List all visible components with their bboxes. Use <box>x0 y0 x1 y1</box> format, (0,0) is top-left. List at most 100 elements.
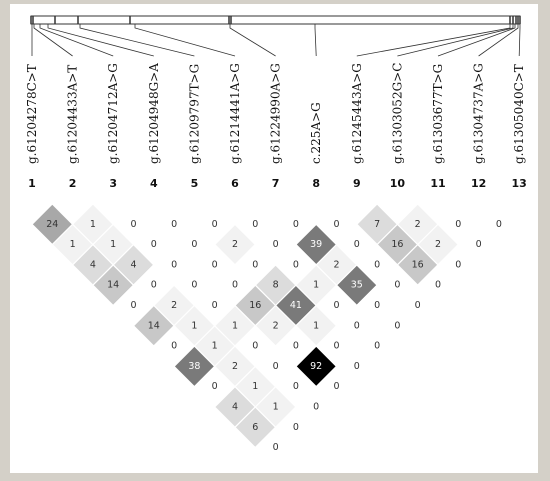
snp-index-2: 2 <box>69 177 77 190</box>
snp-label-3: g.61204712A>G <box>106 63 120 164</box>
ld-value-2-5: 4 <box>130 259 136 270</box>
snp-index-10: 10 <box>390 177 406 190</box>
snp-index-4: 4 <box>150 177 158 190</box>
ld-value-7-10: 2 <box>333 259 339 270</box>
snp-index-11: 11 <box>430 177 445 190</box>
ld-value-2-11: 1 <box>252 381 258 392</box>
ld-value-2-6: 0 <box>151 280 157 291</box>
ld-value-9-12: 16 <box>412 259 424 270</box>
ld-value-8-13: 0 <box>415 300 421 311</box>
snp-label-8: c.225A>G <box>309 102 323 164</box>
ld-value-5-12: 0 <box>333 341 339 352</box>
ld-value-8-10: 0 <box>354 239 360 250</box>
snp-index-1: 1 <box>28 177 36 190</box>
snp-label-12: g.61304737A>G <box>472 63 486 164</box>
ld-value-3-6: 0 <box>171 259 177 270</box>
ld-value-2-10: 2 <box>232 361 238 372</box>
ld-value-8-11: 0 <box>374 259 380 270</box>
snp-index-13: 13 <box>512 177 527 190</box>
ld-value-4-9: 16 <box>249 300 261 311</box>
ld-value-5-11: 1 <box>313 320 319 331</box>
ld-value-6-13: 0 <box>374 341 380 352</box>
ld-value-2-13: 0 <box>293 422 299 433</box>
ld-value-2-8: 1 <box>191 320 197 331</box>
ld-value-5-7: 2 <box>232 239 238 250</box>
ld-value-1-13: 0 <box>273 442 279 453</box>
snp-connector-13 <box>518 24 521 57</box>
ld-value-8-12: 0 <box>394 280 400 291</box>
snp-label-5: g.61209797T>G <box>187 64 201 164</box>
ld-value-5-6: 0 <box>212 219 218 230</box>
ld-value-3-13: 0 <box>313 402 319 413</box>
snp-label-4: g.61204948G>A <box>147 63 161 164</box>
ld-value-8-9: 0 <box>333 219 339 230</box>
ld-value-3-4: 0 <box>130 219 136 230</box>
snp-connector-9 <box>356 24 511 57</box>
ld-value-4-12: 92 <box>310 361 322 372</box>
ld-value-9-10: 7 <box>374 219 380 230</box>
snp-connector-10 <box>397 24 514 57</box>
snp-label-7: g.61224990A>G <box>269 63 283 164</box>
ld-value-10-11: 2 <box>415 219 421 230</box>
ld-value-3-10: 0 <box>252 341 258 352</box>
snp-label-10: g.61303052G>C <box>390 63 404 164</box>
snp-connector-6 <box>134 24 236 57</box>
ld-value-2-3: 1 <box>90 219 96 230</box>
ld-value-2-12: 1 <box>273 402 279 413</box>
ld-value-7-9: 39 <box>310 239 322 250</box>
ld-value-11-13: 0 <box>476 239 482 250</box>
ld-value-7-8: 0 <box>293 219 299 230</box>
ld-value-5-9: 8 <box>273 280 279 291</box>
ld-value-4-8: 0 <box>232 280 238 291</box>
snp-connector-11 <box>437 24 516 57</box>
ld-value-6-9: 0 <box>293 259 299 270</box>
snp-label-6: g.61214441A>G <box>228 63 242 164</box>
snp-connector-7 <box>229 24 276 57</box>
snp-index-3: 3 <box>109 177 117 190</box>
ld-value-4-10: 2 <box>273 320 279 331</box>
snp-connector-3 <box>39 24 114 57</box>
ld-value-9-11: 16 <box>391 239 403 250</box>
snp-index-5: 5 <box>191 177 199 190</box>
ld-value-4-13: 0 <box>333 381 339 392</box>
snp-index-8: 8 <box>312 177 320 190</box>
ld-value-5-13: 0 <box>354 361 360 372</box>
ld-value-1-7: 14 <box>148 320 160 331</box>
ld-value-1-2: 24 <box>46 219 58 230</box>
ld-value-5-10: 41 <box>290 300 302 311</box>
ld-value-1-6: 0 <box>130 300 136 311</box>
ld-value-7-12: 0 <box>374 300 380 311</box>
gene-map-track <box>30 15 521 25</box>
snp-index-6: 6 <box>231 177 239 190</box>
ld-value-3-12: 0 <box>293 381 299 392</box>
ld-value-7-11: 35 <box>351 280 363 291</box>
ld-value-3-11: 0 <box>273 361 279 372</box>
ld-value-6-11: 0 <box>333 300 339 311</box>
ld-value-1-4: 4 <box>90 259 96 270</box>
ld-value-6-7: 0 <box>252 219 258 230</box>
ld-value-4-5: 0 <box>171 219 177 230</box>
ld-value-3-7: 0 <box>191 280 197 291</box>
ld-value-9-13: 0 <box>435 280 441 291</box>
snp-connector-8 <box>314 24 317 57</box>
ld-value-4-7: 0 <box>212 259 218 270</box>
ld-value-1-3: 1 <box>70 239 76 250</box>
gene-map-bar <box>30 15 521 25</box>
snp-index-7: 7 <box>272 177 280 190</box>
snp-connector-2 <box>33 24 73 57</box>
snp-index-12: 12 <box>471 177 486 190</box>
ld-value-1-11: 4 <box>232 402 238 413</box>
ld-value-6-10: 1 <box>313 280 319 291</box>
ld-value-2-9: 1 <box>212 341 218 352</box>
ld-value-1-12: 6 <box>252 422 258 433</box>
ld-value-2-4: 1 <box>110 239 116 250</box>
ld-value-10-12: 2 <box>435 239 441 250</box>
ld-cell-1-13 <box>254 426 297 469</box>
ld-value-11-12: 0 <box>455 219 461 230</box>
ld-value-3-8: 0 <box>212 300 218 311</box>
ld-value-10-13: 0 <box>455 259 461 270</box>
